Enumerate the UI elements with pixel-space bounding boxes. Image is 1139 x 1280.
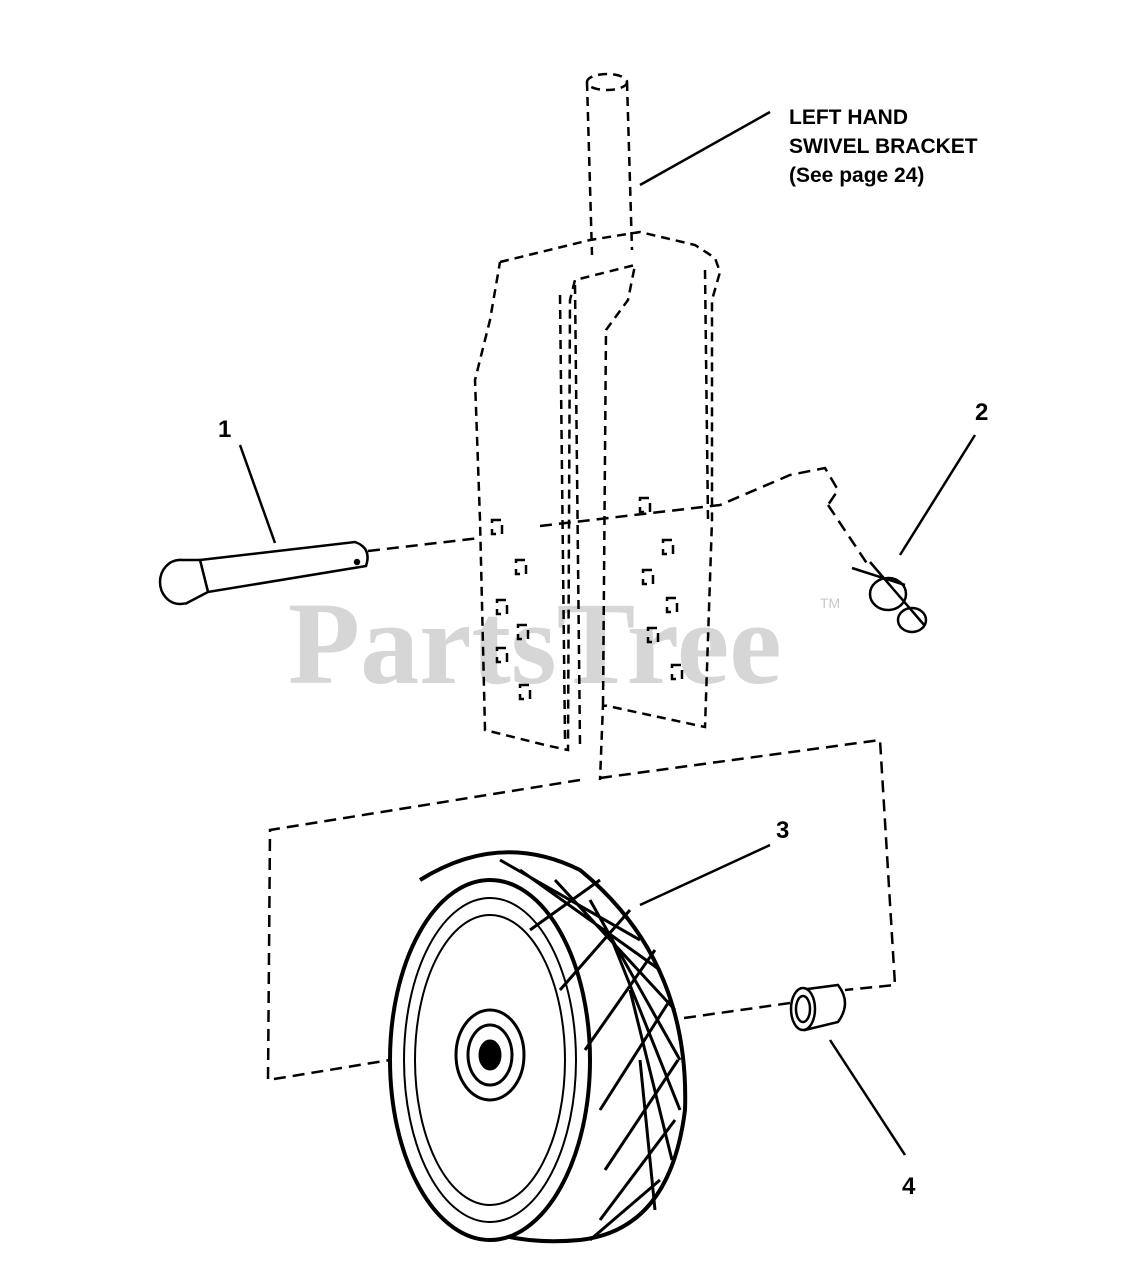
part-number-4: 4	[902, 1173, 916, 1200]
watermark: PartsTree	[288, 578, 782, 709]
bracket-label-line2: SWIVEL BRACKET	[789, 135, 978, 158]
leader-3	[639, 843, 771, 907]
leader-1	[238, 444, 277, 544]
part-number-3: 3	[776, 817, 789, 844]
swivel-bracket	[473, 72, 722, 781]
watermark-trademark: TM	[820, 595, 840, 611]
leader-4	[828, 1039, 907, 1156]
bracket-label-line1: LEFT HAND	[789, 106, 908, 129]
leader-2	[898, 434, 977, 556]
clevis-pin	[158, 540, 369, 606]
part-number-2: 2	[975, 399, 988, 426]
wheel	[388, 850, 688, 1244]
bushing	[789, 983, 847, 1032]
bracket-label-line3: (See page 24)	[789, 164, 924, 187]
assembly-lines	[266, 466, 897, 1082]
leader-bracket	[639, 110, 771, 187]
part-number-1: 1	[218, 416, 231, 443]
hairpin-clip	[851, 561, 928, 634]
leader-lines	[238, 110, 977, 1156]
